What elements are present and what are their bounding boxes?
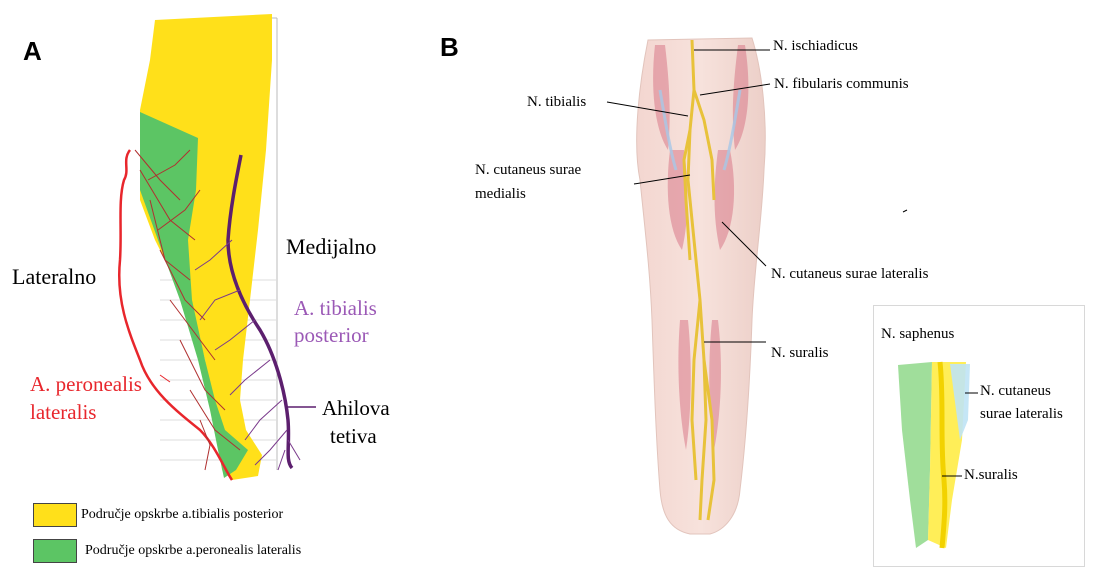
label-suralis: N. suralis — [771, 345, 829, 362]
label-cut-lateralis: N. cutaneus surae lateralis — [771, 266, 928, 283]
label-fibularis: N. fibularis communis — [774, 76, 909, 93]
label-ischiadicus: N. ischiadicus — [773, 38, 858, 55]
inset-label-cut-lat-1: N. cutaneus — [980, 383, 1051, 400]
label-cut-medialis-1: N. cutaneus surae — [475, 162, 581, 179]
inset-label-cut-lat-2: surae lateralis — [980, 406, 1063, 423]
inset-box — [873, 305, 1085, 567]
label-tibialis: N. tibialis — [527, 94, 586, 111]
inset-label-saphenus: N. saphenus — [881, 326, 954, 343]
inset-label-suralis: N.suralis — [964, 467, 1018, 484]
label-cut-medialis-2: medialis — [475, 186, 526, 203]
